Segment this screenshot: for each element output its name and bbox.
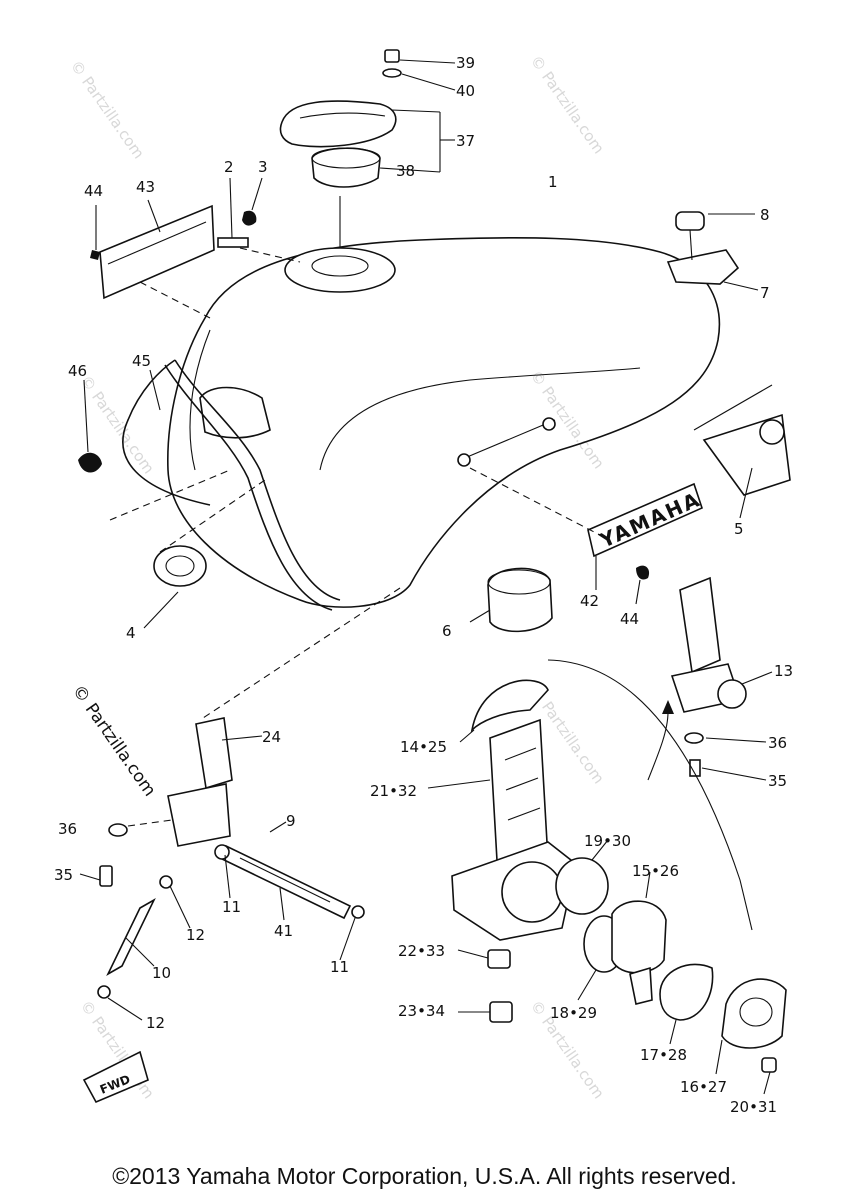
label-18-29: 18•29 <box>550 1004 597 1022</box>
watermark-2: © Partzilla.com <box>527 52 608 157</box>
label-3: 3 <box>258 158 268 176</box>
left-emblem-plate <box>90 177 301 319</box>
label-40: 40 <box>456 82 475 100</box>
exploded-fuel-cock <box>427 679 787 1095</box>
label-15-26: 15•26 <box>632 862 679 880</box>
label-39: 39 <box>456 54 475 72</box>
label-11-right: 11 <box>330 958 349 976</box>
tank-to-cock-line <box>199 587 401 721</box>
fuel-pipes <box>97 821 365 1021</box>
label-5: 5 <box>734 520 744 538</box>
exploded-arrow-head <box>662 700 674 714</box>
label-38: 38 <box>396 162 415 180</box>
label-1: 1 <box>548 173 558 191</box>
label-20-31: 20•31 <box>730 1098 777 1116</box>
label-12-bottom: 12 <box>146 1014 165 1032</box>
label-13: 13 <box>774 662 793 680</box>
left-fuel-cock <box>79 717 263 887</box>
label-36-left: 36 <box>58 820 77 838</box>
label-42: 42 <box>580 592 599 610</box>
label-24: 24 <box>262 728 281 746</box>
label-10: 10 <box>152 964 171 982</box>
label-35-right: 35 <box>768 772 787 790</box>
label-23-34: 23•34 <box>398 1002 445 1020</box>
label-44-right: 44 <box>620 610 639 628</box>
knee-pad <box>693 384 791 519</box>
label-16-27: 16•27 <box>680 1078 727 1096</box>
exploded-arrow <box>647 711 669 781</box>
fuel-tank <box>167 196 721 608</box>
label-46: 46 <box>68 362 87 380</box>
label-7: 7 <box>760 284 770 302</box>
label-6: 6 <box>442 622 452 640</box>
label-37: 37 <box>456 132 475 150</box>
label-9: 9 <box>286 812 296 830</box>
label-19-30: 19•30 <box>584 832 631 850</box>
watermark-1: © Partzilla.com <box>67 57 148 162</box>
label-8: 8 <box>760 206 770 224</box>
label-12-top: 12 <box>186 926 205 944</box>
label-2: 2 <box>224 158 234 176</box>
label-14-25: 14•25 <box>400 738 447 756</box>
breather-hose <box>78 359 341 611</box>
copyright-notice: ©2013 Yamaha Motor Corporation, U.S.A. A… <box>112 1163 737 1189</box>
tank-grommet-6 <box>469 567 553 633</box>
label-41: 41 <box>274 922 293 940</box>
label-17-28: 17•28 <box>640 1046 687 1064</box>
fuel-gauge-knob <box>143 545 207 629</box>
label-44-top: 44 <box>84 182 103 200</box>
label-43: 43 <box>136 178 155 196</box>
label-35-left: 35 <box>54 866 73 884</box>
label-36-right: 36 <box>768 734 787 752</box>
label-22-33: 22•33 <box>398 942 445 960</box>
label-45: 45 <box>132 352 151 370</box>
label-11-left: 11 <box>222 898 241 916</box>
label-21-32: 21•32 <box>370 782 417 800</box>
right-cap-bracket <box>666 211 759 291</box>
watermark-4: © Partzilla.com <box>527 367 608 472</box>
fuel-cap-assembly <box>279 49 456 188</box>
watermark-dark: © Partzilla.com <box>68 681 160 800</box>
exploded-bracket <box>547 659 753 931</box>
right-fuel-cock <box>670 576 773 781</box>
part-labels: 39 40 37 38 1 44 43 2 3 8 7 46 45 5 4 6 … <box>54 54 793 1116</box>
label-4: 4 <box>126 624 136 642</box>
